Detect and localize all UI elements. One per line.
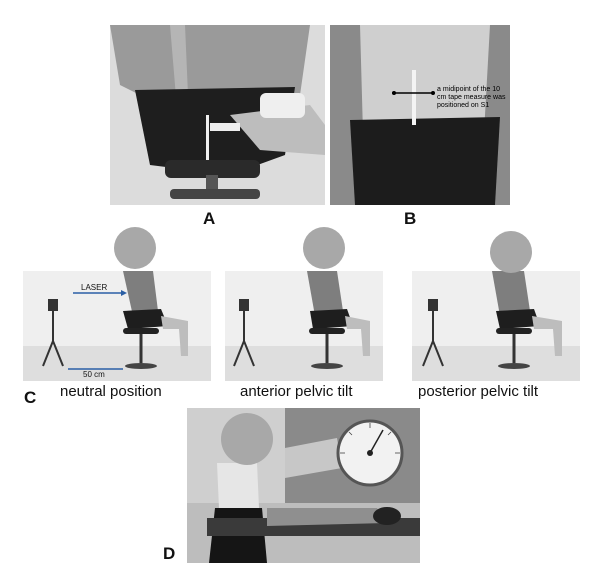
laser-label: LASER xyxy=(81,283,108,292)
photo-c-neutral-illustration xyxy=(23,271,211,381)
photo-a-illustration xyxy=(110,25,325,205)
caption-neutral: neutral position xyxy=(60,383,162,400)
photo-c-posterior-illustration xyxy=(412,271,580,381)
photo-c-anterior xyxy=(225,271,383,381)
panel-label-a: A xyxy=(203,209,216,228)
distance-label: 50 cm xyxy=(83,370,105,379)
photo-c-posterior xyxy=(412,271,580,381)
face-blur-c3 xyxy=(490,231,532,273)
panel-label-c: C xyxy=(24,388,37,407)
photo-b-illustration xyxy=(330,25,510,205)
photo-c-anterior-illustration xyxy=(225,271,383,381)
photo-c-neutral: LASER 50 cm xyxy=(23,271,211,381)
face-blur-c1 xyxy=(114,227,156,269)
panel-label-d: D xyxy=(163,544,176,563)
caption-anterior: anterior pelvic tilt xyxy=(240,383,353,400)
photo-b: a midipoint of the 10 cm tape measure wa… xyxy=(330,25,510,205)
photo-b-annotation: a midipoint of the 10 cm tape measure wa… xyxy=(437,86,506,109)
face-blur-d xyxy=(221,413,273,465)
panel-label-b: B xyxy=(404,209,417,228)
face-blur-c2 xyxy=(303,227,345,269)
photo-a xyxy=(110,25,325,205)
caption-posterior: posterior pelvic tilt xyxy=(418,383,539,400)
